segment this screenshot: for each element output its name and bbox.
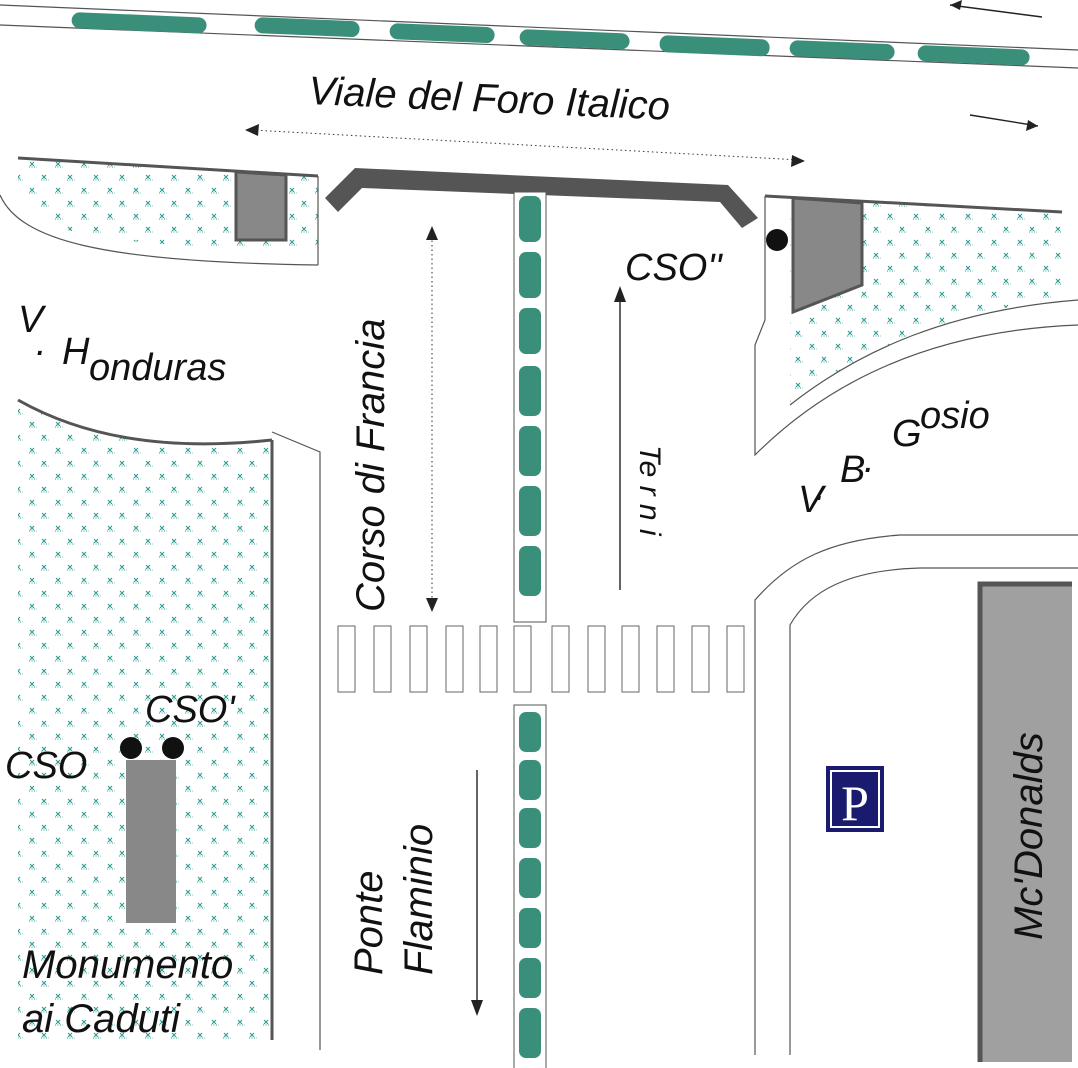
label-mcdonalds: Mc'Donalds [1007, 732, 1051, 940]
label-v-honduras-dot: . [36, 322, 47, 364]
direction-arrow-left [949, 0, 1043, 18]
label-viale-foro-italico: Viale del Foro Italico [308, 69, 671, 129]
label-cso-prime: CSO' [145, 689, 236, 731]
direction-arrow-right [969, 114, 1039, 131]
label-v-b-gosio-dot: . [815, 467, 826, 509]
label-v-b-gosio-b: B [840, 449, 865, 491]
building-top-right [791, 196, 864, 315]
label-monumento-line1: Monumento [22, 943, 233, 987]
crossing-bar [325, 168, 758, 228]
label-v-honduras-rest: onduras [89, 347, 226, 389]
ponte-direction-arrow [471, 770, 483, 1016]
label-cso: CSO [5, 745, 87, 787]
median-hedge-lower [513, 704, 547, 1068]
cso-double-prime-marker [766, 229, 788, 251]
label-v-b-gosio-rest: osio [920, 395, 990, 437]
pedestrian-crossing [337, 625, 745, 693]
terni-direction-arrow [614, 286, 626, 590]
viale-extent-arrow [245, 124, 805, 167]
building-top-left [234, 170, 288, 242]
corso-extent-arrow [426, 226, 438, 612]
label-v-b-gosio-dot2: . [864, 439, 875, 481]
label-monumento-line2: ai Caduti [22, 997, 181, 1041]
cso-prime-marker [162, 737, 184, 759]
viale-hedge [71, 12, 1030, 66]
label-v-honduras-h: H [62, 331, 90, 373]
label-corso-di-francia: Corso di Francia [349, 319, 393, 612]
median-hedge-upper [513, 191, 547, 623]
label-v-b-gosio-g: G [892, 413, 922, 455]
monumento-ai-caduti [126, 760, 176, 923]
mcdonalds-building [977, 581, 1072, 1062]
label-cso-double-prime: CSO'' [625, 247, 724, 289]
parking-icon: P [841, 775, 869, 831]
cso-marker [120, 737, 142, 759]
label-v-honduras-v: V [18, 299, 47, 341]
grass-left [18, 400, 272, 1040]
parking-sign: P [826, 766, 884, 832]
label-ponte: Ponte [347, 870, 391, 975]
label-terni: Te r n i [633, 445, 666, 537]
label-flaminio: Flaminio [397, 824, 441, 975]
label-v-b-gosio-v: V [798, 479, 827, 521]
